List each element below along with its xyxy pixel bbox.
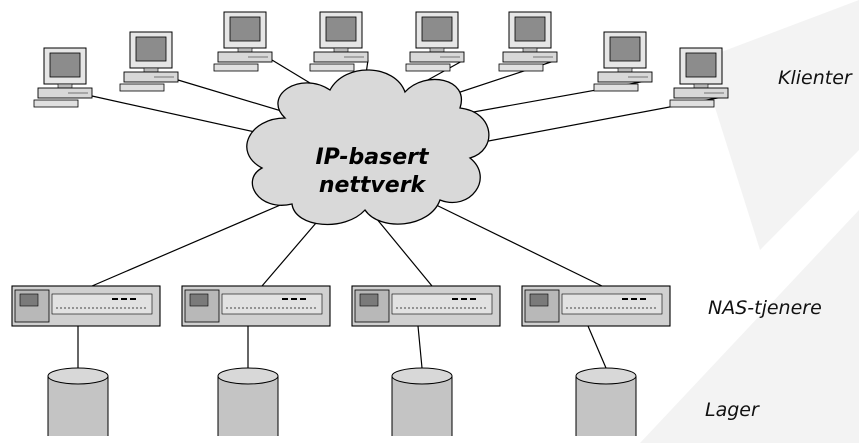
keyboard-icon (593, 83, 639, 92)
keyboard-icon (119, 83, 165, 92)
keyboard-icon (405, 63, 451, 72)
cylinder-top (575, 367, 637, 385)
desktop-unit (123, 71, 179, 83)
client-computers (33, 11, 729, 108)
nas-server (351, 285, 501, 327)
watermark-shape (640, 0, 859, 443)
front-panel (391, 293, 493, 315)
monitor-stand (693, 83, 709, 89)
desktop-unit (313, 51, 369, 63)
cloud-shape (246, 69, 490, 226)
storage-link (417, 325, 423, 369)
nas-server (521, 285, 671, 327)
server-display (359, 293, 379, 307)
cloud-label-line2: nettverk (319, 173, 427, 198)
cylinder-top (391, 367, 453, 385)
storage-cylinder (47, 367, 109, 436)
front-panel (561, 293, 663, 315)
desktop-unit (217, 51, 273, 63)
cloud-label-line1: IP-basert (315, 145, 430, 170)
screen (229, 16, 261, 42)
cylinder-body (576, 376, 636, 436)
desktop-unit (502, 51, 558, 63)
nas-servers (11, 285, 671, 327)
monitor-stand (617, 67, 633, 73)
keyboard-icon (33, 99, 79, 108)
screen (514, 16, 546, 42)
desktop-unit (673, 87, 729, 99)
cylinder-top (217, 367, 279, 385)
cylinder-body (218, 376, 278, 436)
server-link (375, 217, 433, 287)
client-computer (119, 31, 179, 92)
clients-label: Klienter (778, 67, 853, 89)
keyboard-icon (309, 63, 355, 72)
keyboard-icon (498, 63, 544, 72)
client-computer (669, 47, 729, 108)
cylinder-body (48, 376, 108, 436)
desktop-unit (409, 51, 465, 63)
client-computer (405, 11, 465, 72)
cylinder-body (392, 376, 452, 436)
storage-cylinder (391, 367, 453, 436)
nas-server (11, 285, 161, 327)
storage-label: Lager (705, 399, 760, 421)
screen (325, 16, 357, 42)
server-link (261, 215, 323, 287)
nas-server (181, 285, 331, 327)
monitor-stand (57, 83, 73, 89)
client-computer (593, 31, 653, 92)
servers-label: NAS-tjenere (708, 297, 822, 319)
client-computer (213, 11, 273, 72)
screen (49, 52, 81, 78)
monitor-stand (333, 47, 349, 53)
front-panel (221, 293, 323, 315)
client-computer (309, 11, 369, 72)
keyboard-icon (213, 63, 259, 72)
server-link (91, 199, 293, 287)
network-cloud: IP-basert nettverk (246, 69, 490, 226)
server-link (429, 201, 603, 287)
storage-cylinder (575, 367, 637, 436)
client-computer (498, 11, 558, 72)
monitor-stand (237, 47, 253, 53)
storage-link (587, 325, 607, 369)
monitor-stand (522, 47, 538, 53)
front-panel (51, 293, 153, 315)
keyboard-icon (669, 99, 715, 108)
monitor-stand (143, 67, 159, 73)
storage-cylinder (217, 367, 279, 436)
monitor-stand (429, 47, 445, 53)
client-computer (33, 47, 93, 108)
screen (685, 52, 717, 78)
server-display (19, 293, 39, 307)
desktop-unit (597, 71, 653, 83)
screen (421, 16, 453, 42)
desktop-unit (37, 87, 93, 99)
server-display (189, 293, 209, 307)
server-display (529, 293, 549, 307)
screen (135, 36, 167, 62)
cylinder-top (47, 367, 109, 385)
screen (609, 36, 641, 62)
storage-units (47, 367, 637, 436)
